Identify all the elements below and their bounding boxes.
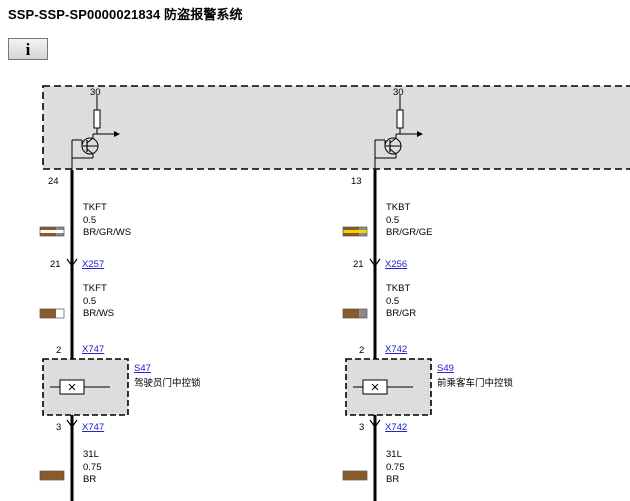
wire-color-code: BR/WS [83, 308, 114, 319]
wire-gauge: 0.5 [83, 296, 96, 307]
component-name: 前乘客车门中控锁 [437, 377, 514, 389]
connector-link[interactable]: X256 [385, 259, 407, 270]
supply-terminal-label: 30 [393, 87, 404, 98]
connector-link[interactable]: X742 [385, 422, 407, 433]
wire-name: TKBT [386, 283, 410, 294]
pin-label: 13 [351, 176, 362, 187]
pin-label: 21 [50, 259, 61, 270]
switch-component [42, 358, 129, 416]
wire-color-code: BR/GR [386, 308, 416, 319]
connector-link[interactable]: X747 [82, 422, 104, 433]
pin-label: 3 [359, 422, 364, 433]
wire-color-swatch [39, 470, 65, 481]
pin-label: 21 [353, 259, 364, 270]
wire-color-code: BR/GR/WS [83, 227, 131, 238]
transistor-symbol [374, 95, 423, 170]
pin-label: 2 [359, 345, 364, 356]
pin-label: 2 [56, 345, 61, 356]
wire-color-swatch [342, 308, 368, 319]
wire-color-swatch [342, 470, 368, 481]
component-name: 驾驶员门中控锁 [134, 377, 201, 389]
connector-link[interactable]: X747 [82, 344, 104, 355]
supply-terminal-label: 30 [90, 87, 101, 98]
wire-name: TKBT [386, 202, 410, 213]
component-link[interactable]: S49 [437, 363, 454, 374]
wire-color-code: BR [83, 474, 96, 485]
wire-gauge: 0.5 [83, 215, 96, 226]
info-button[interactable]: i [8, 38, 48, 60]
wire-color-swatch [39, 226, 65, 237]
wire-name: TKFT [83, 202, 107, 213]
wire-color-swatch [342, 226, 368, 237]
wire-gauge: 0.5 [386, 296, 399, 307]
wire-color-code: BR/GR/GE [386, 227, 432, 238]
pin-label: 24 [48, 176, 59, 187]
wire-gauge: 0.75 [83, 462, 102, 473]
component-link[interactable]: S47 [134, 363, 151, 374]
page-title: SSP-SSP-SP0000021834 防盗报警系统 [8, 7, 243, 22]
wire-color-swatch [39, 308, 65, 319]
transistor-symbol [71, 95, 120, 170]
wire-gauge: 0.5 [386, 215, 399, 226]
info-icon: i [25, 39, 31, 59]
connector-link[interactable]: X257 [82, 259, 104, 270]
control-module-box [42, 85, 630, 170]
connector-link[interactable]: X742 [385, 344, 407, 355]
wire-gauge: 0.75 [386, 462, 405, 473]
wire-name: 31L [83, 449, 99, 460]
wire-color-code: BR [386, 474, 399, 485]
wire-name: TKFT [83, 283, 107, 294]
switch-component [345, 358, 432, 416]
pin-label: 3 [56, 422, 61, 433]
wire-name: 31L [386, 449, 402, 460]
